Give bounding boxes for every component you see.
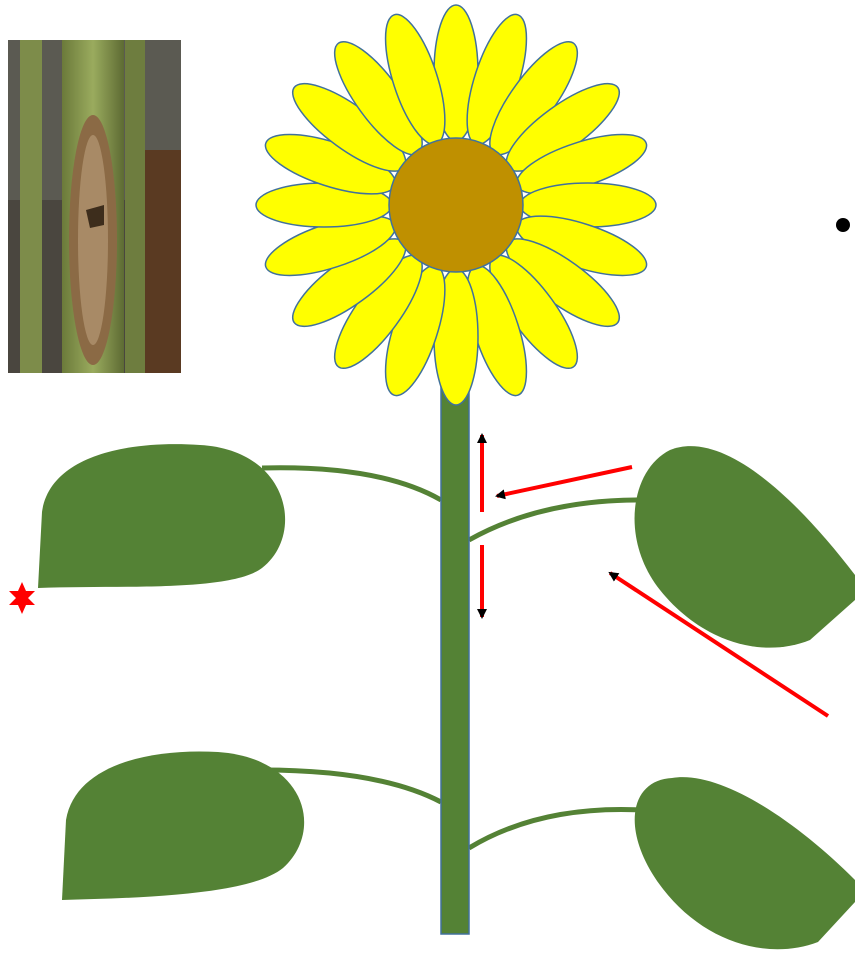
- arrow-petiole-to-stem: [497, 467, 632, 496]
- petiole-upper-right: [469, 500, 640, 540]
- petiole-upper-left: [262, 468, 441, 500]
- stalk-lesion-photo: [8, 40, 181, 373]
- red-star-icon: [9, 582, 35, 614]
- stem: [441, 330, 469, 934]
- photo-leaf-dry: [145, 150, 181, 373]
- petiole-lower-right: [469, 809, 642, 848]
- photo-stalk-back-right: [125, 40, 145, 373]
- leaf-lower-right: [635, 777, 855, 949]
- photo-lesion-core: [78, 135, 108, 345]
- leaf-upper-right: [635, 446, 855, 648]
- leaf-upper-left: [38, 444, 285, 588]
- leaf-lower-left: [62, 751, 304, 900]
- flower-disc: [389, 138, 523, 272]
- bullet-dot-icon: [836, 218, 850, 232]
- photo-stalk-back-left: [20, 40, 42, 373]
